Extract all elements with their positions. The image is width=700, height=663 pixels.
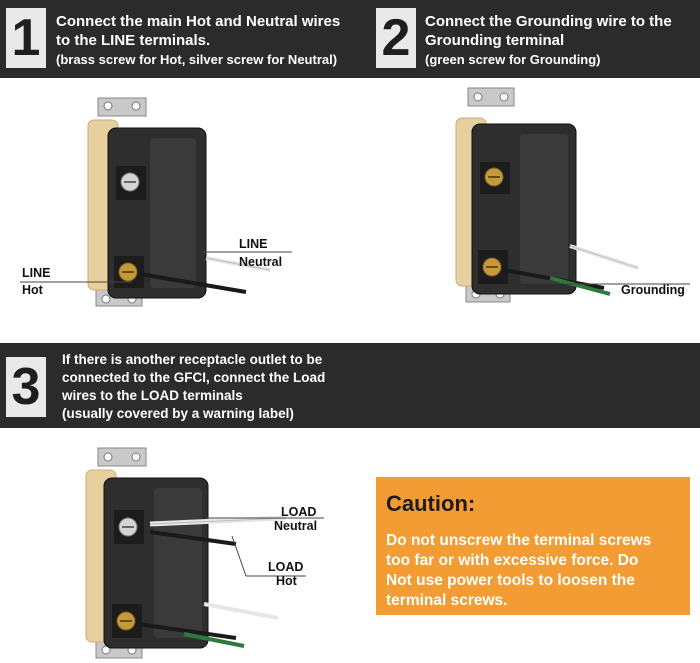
diagram-line-connections xyxy=(20,97,292,307)
caution-line-3: Not use power tools to loosen the xyxy=(386,572,635,589)
step-3-number: 3 xyxy=(6,357,46,417)
step-2-line-1: Connect the Grounding wire to the xyxy=(425,13,672,30)
load-hot-label-top: LOAD xyxy=(268,560,304,574)
step-1-line-1: Connect the main Hot and Neutral wires xyxy=(56,13,341,30)
step-3-line-3: wires to the LOAD terminals xyxy=(62,388,243,403)
middle-instruction-band: 3 If there is another receptacle outlet … xyxy=(0,343,700,428)
step-1-line-3: (brass screw for Hot, silver screw for N… xyxy=(56,52,338,67)
load-hot-wire xyxy=(149,530,237,546)
load-neutral-label-top: LOAD xyxy=(281,505,317,519)
step-3-text: If there is another receptacle outlet to… xyxy=(62,351,325,423)
load-hot-label-bottom: Hot xyxy=(276,574,297,588)
step-3-line-1: If there is another receptacle outlet to… xyxy=(62,352,323,367)
ground-wire xyxy=(549,276,611,296)
caution-title: Caution: xyxy=(386,491,476,516)
line-hot-label-bottom: Hot xyxy=(22,283,43,297)
hot-wire xyxy=(139,272,247,294)
load-neutral-label-bottom: Neutral xyxy=(274,519,318,533)
caution-line-4: terminal screws. xyxy=(386,592,508,609)
top-instruction-band: 1 Connect the main Hot and Neutral wires… xyxy=(0,0,700,78)
step-2-line-2: Grounding terminal xyxy=(425,32,565,49)
diagram-grounding-connection xyxy=(455,87,690,303)
caution-body: Do not unscrew the terminal screws too f… xyxy=(386,531,680,611)
caution-box: Caution: Do not unscrew the terminal scr… xyxy=(376,477,690,615)
step-2-text: Connect the Grounding wire to the Ground… xyxy=(425,12,672,69)
step-1-line-2: to the LINE terminals. xyxy=(56,32,211,49)
step-1-number: 1 xyxy=(6,8,46,68)
line-hot-label-top: LINE xyxy=(22,266,51,280)
step-2-number: 2 xyxy=(376,8,416,68)
caution-line-2: too far or with excessive force. Do xyxy=(386,552,639,569)
line-neutral-label-top: LINE xyxy=(239,237,268,251)
grounding-label: Grounding xyxy=(621,283,685,297)
step-3-line-4: (usually covered by a warning label) xyxy=(62,406,294,421)
line-neutral-label-bottom: Neutral xyxy=(239,255,283,269)
step-3-line-2: connected to the GFCI, connect the Load xyxy=(62,370,326,385)
caution-line-1: Do not unscrew the terminal screws xyxy=(386,532,652,549)
diagram-load-connections xyxy=(85,447,324,659)
step-2-line-3: (green screw for Grounding) xyxy=(425,52,601,67)
step-1-text: Connect the main Hot and Neutral wires t… xyxy=(56,12,340,69)
